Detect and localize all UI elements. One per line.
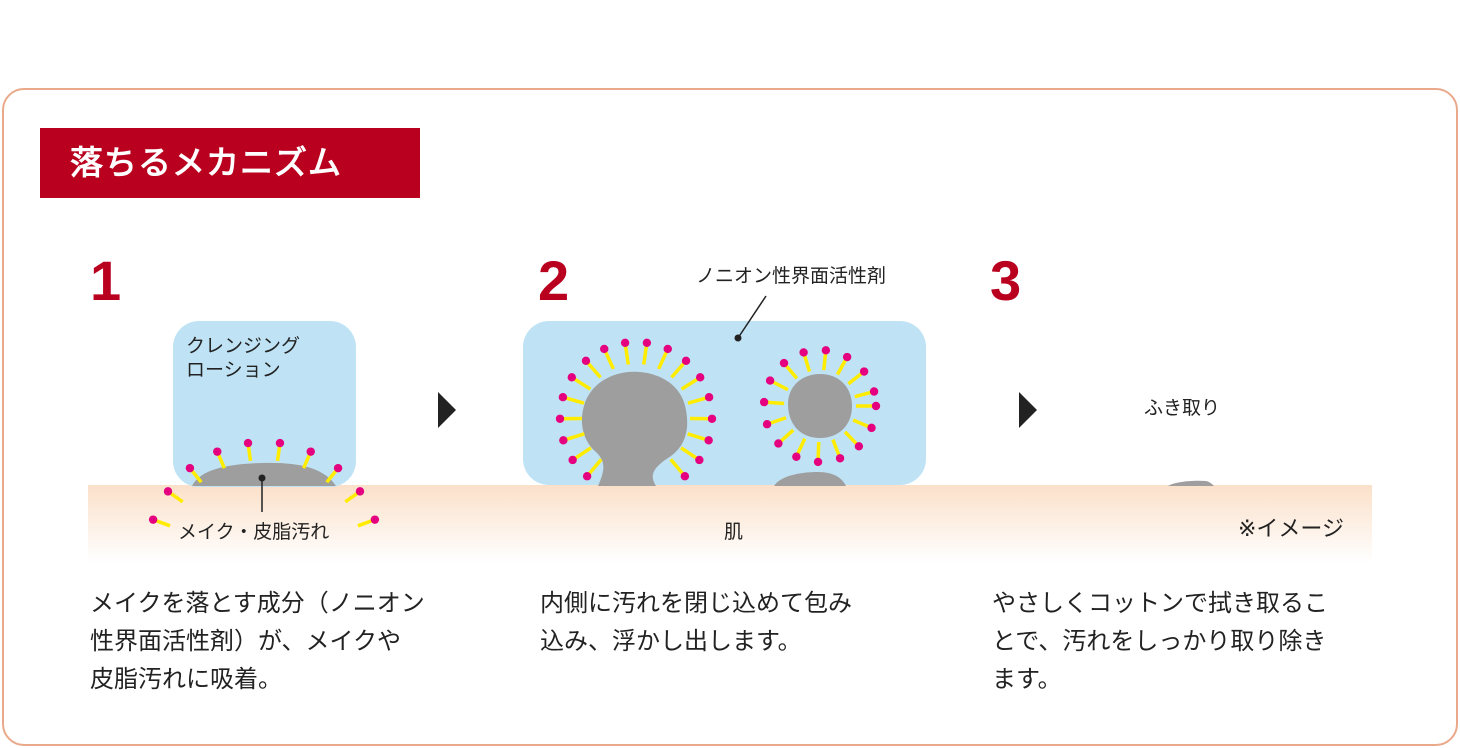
surfactant-head [148, 515, 158, 524]
surfactant-head [762, 420, 772, 429]
step2-surfactants-large [555, 338, 717, 481]
surfactant-head [568, 455, 577, 465]
surfactant-head [695, 455, 704, 465]
surfactant-head [243, 438, 253, 448]
surfactant-head [681, 356, 691, 365]
surfactant-head [859, 367, 869, 376]
surfactant-head [600, 344, 609, 354]
surfactant-head [869, 387, 879, 396]
step1-number: 1 [90, 249, 122, 312]
content-frame [2, 88, 1458, 746]
surfactant-head [663, 344, 672, 354]
surfactant-head [696, 373, 705, 382]
step3-action-label: ふき取り [1144, 397, 1221, 419]
step1-liquid [173, 321, 356, 487]
surfactant-head [620, 338, 630, 347]
step2-dirt-residue [774, 472, 846, 486]
surfactant-head [370, 515, 380, 524]
surfactant-head [306, 447, 315, 456]
step2-surfactants-small [759, 346, 881, 467]
image-note: ※イメージ [1238, 517, 1344, 542]
surfactant-head [163, 487, 173, 496]
surfactant-head [642, 338, 652, 347]
surfactant-head [779, 358, 789, 368]
surfactant-head [355, 487, 365, 496]
surfactant-head [813, 457, 823, 467]
surfactant-head [704, 436, 713, 445]
step1-description: メイクを落とす成分（ノニオン 性界面活性剤）が、メイクや 皮脂汚れに吸着。 [90, 589, 425, 693]
step2-pointer-dot [734, 334, 742, 342]
surfactant-head [275, 438, 285, 448]
step2-description: 内側に汚れを閉じ込めて包み 込み、浮かし出します。 [540, 589, 852, 655]
step1-dirt [192, 462, 336, 486]
step1-surfactants [148, 438, 380, 528]
surfactant-head [842, 352, 852, 362]
surfactant-head [559, 436, 568, 445]
surfactant-head [792, 452, 801, 461]
surfactant-head [759, 397, 769, 407]
step3-dirt-residue [1168, 480, 1214, 486]
surfactant-head [707, 414, 717, 423]
surfactant-head [581, 356, 591, 365]
surfactant-head [185, 463, 195, 473]
section-title: 落ちるメカニズム [40, 128, 420, 198]
step1-pointer-dot [258, 474, 266, 482]
step2-pointer [737, 295, 767, 339]
surfactant-head [680, 472, 690, 481]
surfactant-head [333, 463, 343, 473]
step2-dirt-large [581, 371, 688, 486]
surfactant-head [835, 454, 845, 463]
surfactant-head [582, 472, 592, 481]
surfactant-head [213, 447, 222, 456]
surfactant-head [555, 414, 565, 423]
surfactant-head [854, 442, 864, 451]
step2-dirt-small [788, 374, 852, 438]
step2-surfactant-label: ノニオン性界面活性剤 [696, 265, 887, 287]
surfactant-head [867, 423, 876, 433]
step2-skin-label: 肌 [724, 521, 744, 543]
surfactant-head [704, 393, 714, 402]
surfactant-head [774, 439, 783, 448]
surfactant-head [871, 401, 881, 411]
surfactant-head [821, 346, 831, 355]
surfactant-head [799, 348, 808, 357]
step2-number: 2 [538, 249, 570, 312]
surfactant-head [567, 373, 576, 382]
surfactant-head [765, 376, 775, 385]
arrow-right-icon [438, 392, 456, 428]
step3-number: 3 [990, 249, 1022, 312]
surfactant-head [558, 393, 568, 402]
step3-description: やさしくコットンで拭き取るこ とで、汚れをしっかり取り除き ます。 [992, 589, 1328, 693]
step1-stain-label: メイク・皮脂汚れ [178, 521, 330, 543]
skin-band [88, 485, 1372, 563]
step1-liquid-label: クレンジング ローション [186, 335, 301, 381]
arrow-right-icon [1019, 392, 1037, 428]
